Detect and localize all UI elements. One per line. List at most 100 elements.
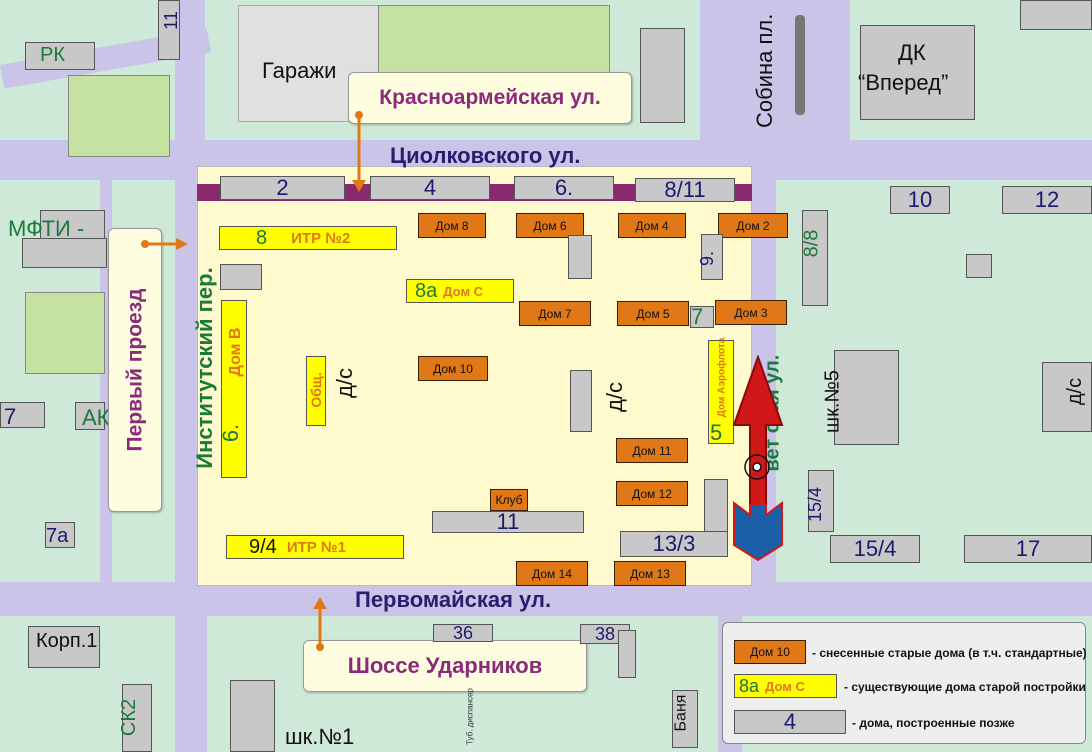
dom-klub: Клуб [490,489,528,511]
label-ak: АК [82,405,110,430]
building-near-sobina [640,28,685,123]
legend-old-text: - существующие дома старой постройки [844,680,1086,694]
callout-shosse: Шоссе Ударников [303,640,587,692]
label-15-4-vertical: 15/4 [805,486,826,523]
dom-13: Дом 13 [614,561,686,586]
sobina-median [795,15,805,115]
building-dom-v [221,300,247,478]
building-left-small [220,264,262,290]
building-38-tower [618,630,636,678]
street-sobina [700,0,850,140]
label-shk1: шк.№1 [285,724,355,749]
building-7-left [0,402,45,428]
building-11: 11 [432,509,584,534]
label-dk-name: “Вперед” [858,70,949,95]
building-6-vertical [568,235,592,279]
label-7-right: 7 [691,304,704,329]
legend-demolished-text: - снесенные старые дома (в т.ч. стандарт… [812,646,1087,660]
label-ds-right: д/с [1064,377,1087,406]
building-mfti-2 [22,238,107,268]
building-13-3: 13/3 [620,531,728,557]
building-8-8 [802,210,828,306]
label-aeroflot-number: 5 [710,420,723,445]
dom-2: Дом 2 [718,213,788,238]
label-7a: 7а [46,525,69,547]
building-17: 17 [964,535,1092,563]
building-4: 4 [370,175,490,200]
arrow-pervy-proezd [141,238,188,250]
label-8-8: 8/8 [800,229,823,258]
label-shk5: шк.№5 [821,370,844,433]
green-field-mid [25,292,105,374]
green-field-top [68,75,170,157]
legend-old-sample: 8а Дом С [734,674,837,698]
label-dk: ДК [898,40,926,65]
itr1-label: ИТР №1 [286,538,346,556]
callout-krasnoarmeyskaya: Красноармейская ул. [348,72,632,124]
label-ds-mid: д/с [601,382,627,412]
dom-14: Дом 14 [516,561,588,586]
legend-demolished-sample: Дом 10 [734,640,806,664]
building-right-small [966,254,992,278]
label-korp1: Корп.1 [36,630,98,652]
dom-6: Дом 6 [516,213,584,238]
building-itr2: 8 ИТР №2 [219,226,397,250]
legend-old-label: Дом С [765,678,805,694]
dom-12: Дом 12 [616,481,688,506]
legend-new-sample: 4 [734,709,846,734]
building-6: 6. [514,175,614,200]
legend-old-number: 8а [739,675,760,696]
label-tub: Туб. диспансер [465,688,475,745]
building-10: 10 [890,186,950,214]
label-tsiolkovskogo: Циолковского ул. [390,143,581,168]
building-sk2 [122,684,152,752]
building-right-ds [1042,362,1092,432]
dom-10: Дом 10 [418,356,488,381]
label-7-left: 7 [4,404,17,429]
building-12: 12 [1002,186,1092,214]
label-sk2: СК2 [118,698,141,737]
callout-pervy-proezd: Первый проезд [108,228,162,512]
building-obsh [306,356,326,426]
direction-arrow [732,355,784,562]
building-dom-c: 8а Дом С [406,279,514,303]
label-rk: РК [40,44,65,66]
label-11-top: 11 [160,11,181,30]
arrow-krasnoarmeyskaya [352,111,366,192]
label-mfti: МФТИ - [8,216,85,241]
street-bottom-vertical-left [185,616,207,752]
itr2-label: ИТР №2 [291,229,351,247]
building-9 [701,234,723,280]
building-top-left-1 [158,0,180,60]
dom-3: Дом 3 [715,300,787,325]
dom-11: Дом 11 [616,438,688,463]
label-dom-v-number: 6. [218,423,244,443]
label-institutsky: Институтский пер. [192,267,217,469]
building-rk [25,42,95,70]
label-banya: Баня [672,694,690,732]
dom-5: Дом 5 [617,301,689,326]
building-7a [45,522,75,548]
dom-c-label: Дом С [443,283,484,299]
building-shk5 [834,350,899,445]
dom-4: Дом 4 [618,213,686,238]
itr1-number: 9/4 [249,535,277,558]
building-dk [860,25,975,120]
building-15-4-vertical [808,470,834,532]
building-korp1 [28,626,100,668]
label-aeroflot: Дом Аэрофлота [716,337,728,418]
building-itr1: 9/4 ИТР №1 [226,535,404,559]
label-pervomayskaya: Первомайская ул. [355,587,552,612]
dom-c-number: 8а [415,279,438,302]
building-top-right [1020,0,1092,30]
arrow-shosse [313,597,327,651]
label-dom-v: Дом В [227,327,244,377]
legend-new-text: - дома, построенные позже [852,716,1015,730]
building-36: 36 [433,623,493,643]
label-9: 9. [697,250,718,267]
building-banya [672,690,698,748]
label-sobina: Собина пл. [752,13,777,128]
building-8-11: 8/11 [635,177,735,202]
building-7-block [690,306,714,328]
